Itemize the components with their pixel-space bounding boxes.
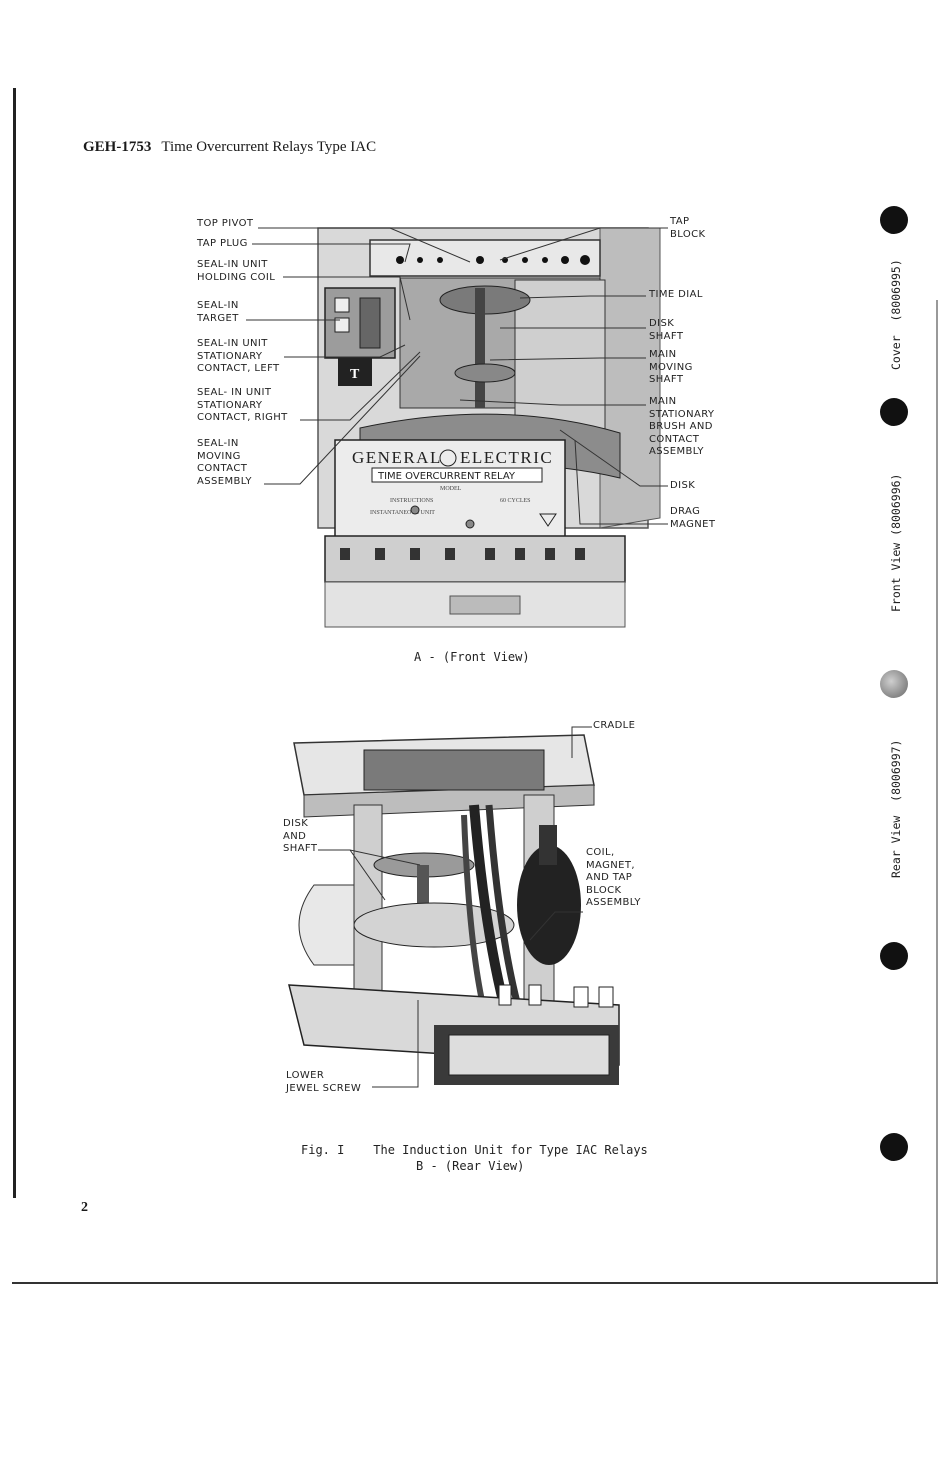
binder-hole-5 [880, 1133, 908, 1161]
label-seal-in-stationary-left: SEAL-IN UNIT STATIONARY CONTACT, LEFT [197, 338, 280, 374]
svg-text:MODEL: MODEL [440, 486, 462, 492]
binder-hole-2 [880, 398, 908, 426]
label-tap-plug: TAP PLUG [197, 238, 248, 249]
caption-rear-view: B - (Rear View) [416, 1159, 525, 1173]
doc-title: Time Overcurrent Relays Type IAC [161, 139, 377, 155]
page-header: GEH-1753 Time Overcurrent Relays Type IAC [83, 139, 376, 156]
label-seal-in-moving-contact: SEAL-IN MOVING CONTACT ASSEMBLY [197, 438, 252, 487]
svg-text:TIME OVERCURRENT RELAY: TIME OVERCURRENT RELAY [377, 471, 516, 482]
figure-caption: Fig. I The Induction Unit for Type IAC R… [301, 1143, 648, 1157]
svg-text:INSTANTANEOUS UNIT: INSTANTANEOUS UNIT [370, 510, 435, 516]
front-view-illustration: T GENERAL ELECTRIC TIME OVERCURRENT RELA… [317, 227, 661, 628]
side-label-cover: Cover (8006995) [889, 259, 903, 370]
label-seal-in-holding-coil: SEAL-IN UNIT HOLDING COIL [197, 259, 276, 283]
rear-view-leaders [318, 726, 592, 1088]
label-disk-and-shaft: DISK AND SHAFT [283, 818, 318, 854]
bottom-rule [12, 1282, 938, 1284]
svg-text:ELECTRIC: ELECTRIC [460, 448, 553, 467]
margin-bar [13, 88, 16, 1198]
label-seal-in-stationary-right: SEAL- IN UNIT STATIONARY CONTACT, RIGHT [197, 387, 288, 423]
label-coil-magnet-tap-block: COIL, MAGNET, AND TAP BLOCK ASSEMBLY [586, 847, 641, 908]
side-label-front-view: Front View (8006996) [889, 473, 903, 612]
binder-hole-1 [880, 206, 908, 234]
label-top-pivot: TOP PIVOT [197, 218, 254, 229]
label-disk-shaft: DISK SHAFT [649, 318, 684, 342]
label-time-dial: TIME DIAL [649, 289, 703, 300]
binder-hole-3 [880, 670, 908, 698]
doc-number: GEH-1753 [83, 139, 152, 155]
label-drag-magnet: DRAG MAGNET [670, 506, 716, 530]
label-cradle: CRADLE [593, 720, 636, 731]
label-main-moving-shaft: MAIN MOVING SHAFT [649, 349, 693, 385]
rear-view-illustration [288, 734, 620, 1085]
caption-front-view: A - (Front View) [414, 650, 530, 664]
page-edge [936, 300, 938, 1282]
label-disk: DISK [670, 480, 696, 491]
front-view-leaders [246, 227, 668, 525]
label-seal-in-target: SEAL-IN TARGET [197, 300, 239, 324]
svg-text:GENERAL: GENERAL [352, 448, 442, 467]
label-main-stationary-brush: MAIN STATIONARY BRUSH AND CONTACT ASSEMB… [649, 396, 715, 457]
page-number: 2 [81, 1200, 88, 1215]
svg-text:60 CYCLES: 60 CYCLES [500, 498, 531, 504]
label-tap-block: TAP BLOCK [670, 216, 706, 240]
svg-text:INSTRUCTIONS: INSTRUCTIONS [390, 498, 433, 504]
binder-hole-4 [880, 942, 908, 970]
side-label-rear-view: Rear View (8006997) [889, 739, 903, 878]
label-lower-jewel-screw: LOWER JEWEL SCREW [286, 1070, 362, 1094]
svg-text:T: T [350, 367, 360, 382]
